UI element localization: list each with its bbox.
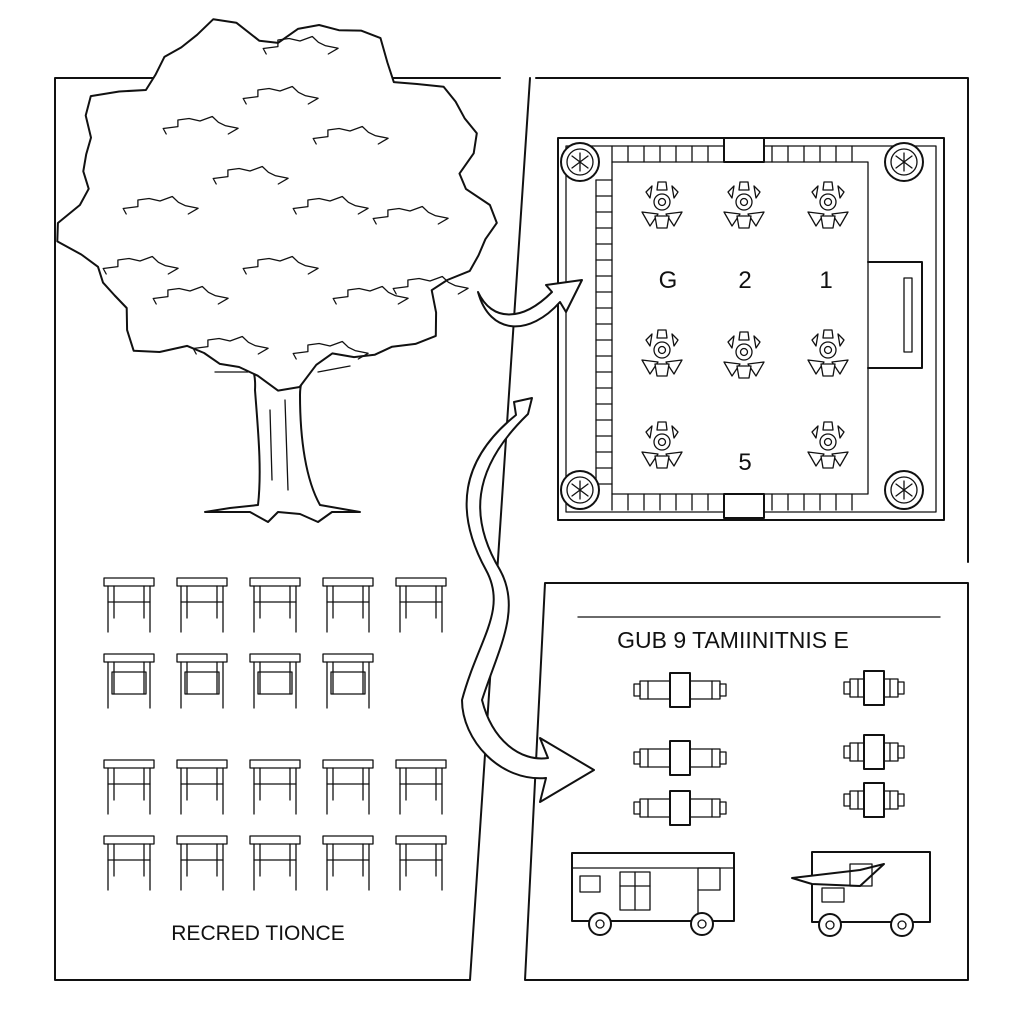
plan-label-1: 1 <box>819 267 832 294</box>
round-table-icon <box>807 329 849 377</box>
stage-area <box>867 261 923 369</box>
chair-icon <box>395 759 447 815</box>
chair-icon <box>103 577 155 633</box>
chair-icon <box>103 835 155 891</box>
planter-icon <box>884 470 924 510</box>
dining-table-icon <box>843 670 905 706</box>
planter-icon <box>560 470 600 510</box>
bottom-right-panel <box>524 582 969 981</box>
chair-icon <box>103 653 155 709</box>
chair-icon <box>322 653 374 709</box>
plan-label-5: 5 <box>738 449 751 476</box>
chair-icon <box>395 577 447 633</box>
plan-label-2: 2 <box>738 267 751 294</box>
tree-icon <box>56 18 498 523</box>
left-panel-caption: RECRED TIONCE <box>171 922 344 945</box>
entrance-bottom <box>723 493 765 519</box>
round-table-icon <box>723 181 765 229</box>
flow-arrow-curved <box>461 397 595 803</box>
chair-icon <box>176 835 228 891</box>
chair-icon <box>395 835 447 891</box>
entrance-top <box>723 137 765 163</box>
dining-table-groups <box>633 670 905 826</box>
planter-icon <box>560 142 600 182</box>
round-table-icon <box>641 181 683 229</box>
dining-table-icon <box>633 672 727 708</box>
chair-icon <box>249 759 301 815</box>
chair-icon <box>176 577 228 633</box>
chair-icon <box>249 835 301 891</box>
chair-icon <box>176 653 228 709</box>
chair-icon <box>249 577 301 633</box>
dining-table-icon <box>843 734 905 770</box>
dining-table-icon <box>843 782 905 818</box>
chair-icon <box>103 759 155 815</box>
round-table-icon <box>807 181 849 229</box>
chair-icon <box>322 577 374 633</box>
dining-table-icon <box>633 740 727 776</box>
chair-icon <box>322 835 374 891</box>
venue-plan: G 2 1 5 <box>557 137 945 521</box>
round-table-icon <box>723 331 765 379</box>
round-table-icon <box>641 421 683 469</box>
food-truck-icon <box>571 852 735 936</box>
flow-arrow-to-plan <box>477 279 583 328</box>
round-table-icon <box>807 421 849 469</box>
dining-table-icon <box>633 790 727 826</box>
top-right-panel <box>535 77 969 563</box>
bottom-panel-title: GUB 9 TAMIINITNIS E <box>617 627 849 653</box>
food-truck-icon <box>791 851 931 937</box>
plan-label-g: G <box>659 267 678 294</box>
chair-grid <box>103 577 447 891</box>
chair-icon <box>322 759 374 815</box>
round-table-icon <box>641 329 683 377</box>
chair-icon <box>249 653 301 709</box>
planter-icon <box>884 142 924 182</box>
chair-icon <box>176 759 228 815</box>
